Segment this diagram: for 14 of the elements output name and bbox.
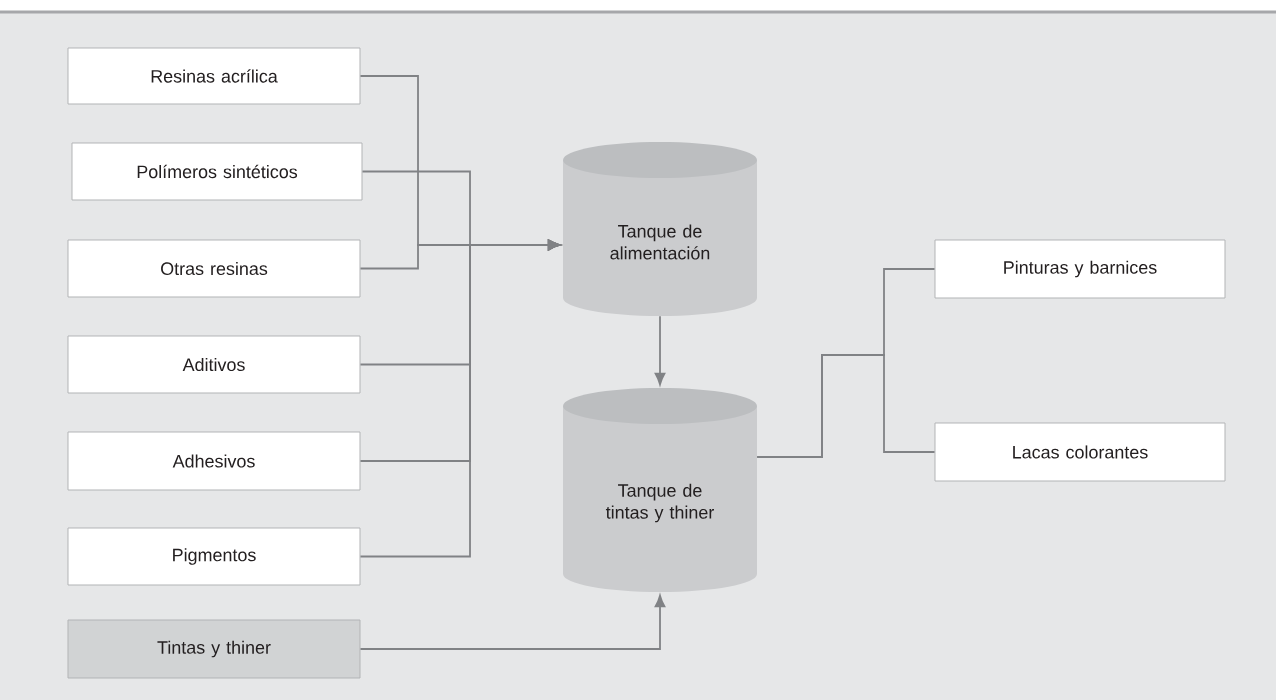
process-box: Otras resinas — [67, 239, 361, 298]
connector-arrow — [359, 594, 666, 650]
connector-arrow — [654, 315, 666, 386]
process-box: Pinturas y barnices — [934, 239, 1226, 299]
process-box: Resinas acrílica — [67, 47, 361, 105]
process-box: Adhesivos — [67, 431, 361, 491]
process-box: Polímeros sintéticos — [71, 142, 363, 201]
process-box: Lacas colorantes — [934, 422, 1226, 482]
process-box: Pigmentos — [67, 527, 361, 586]
process-box: Tintas y thiner — [67, 619, 361, 679]
connector-arrow — [359, 239, 561, 558]
process-box: Aditivos — [67, 335, 361, 394]
tank-cylinder: Tanque de tintas y thiner — [563, 388, 757, 592]
tank-cylinder: Tanque de alimentación — [563, 142, 757, 316]
